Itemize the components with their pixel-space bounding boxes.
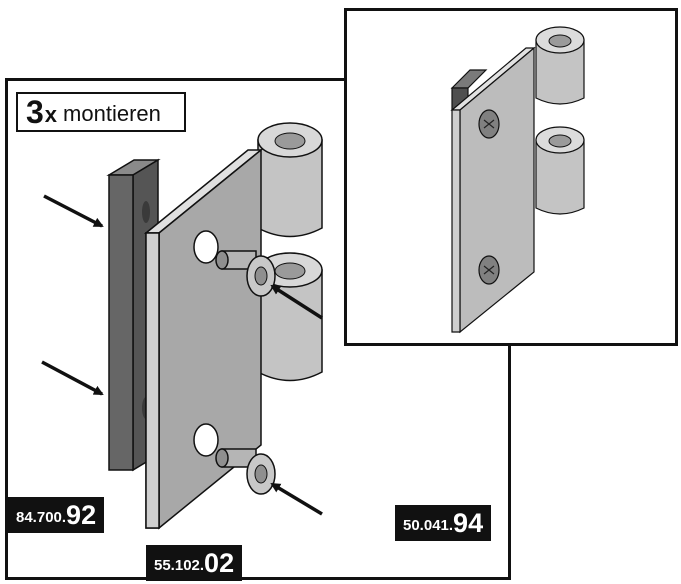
arrow-icon [41,360,104,396]
arrow-icon [270,284,323,320]
quantity-number: 3 [26,94,44,130]
hinge-knuckles [257,122,323,382]
quantity-multiplier: x [44,102,58,127]
part-code-suffix: 02 [204,547,235,578]
part-code-screw: 55.102. 02 [146,545,243,581]
part-code-prefix: 55.102. [154,557,205,574]
screw-icon [215,448,276,495]
part-code-suffix: 92 [66,499,97,530]
screw-icon [215,250,276,297]
part-code-prefix: 50.041. [403,517,454,534]
arrow-icon [270,482,323,516]
part-code-suffix: 94 [453,507,484,538]
hinge-plate [143,148,264,530]
part-code-spacer: 84.700. 92 [8,497,105,533]
instruction-action: montieren [63,101,161,126]
hinge-icon [450,26,585,334]
arrow-icon [43,194,104,228]
part-code-prefix: 84.700. [16,509,67,526]
part-code-hinge: 50.041. 94 [395,505,492,541]
instruction-box: 3 x montieren [16,92,186,132]
